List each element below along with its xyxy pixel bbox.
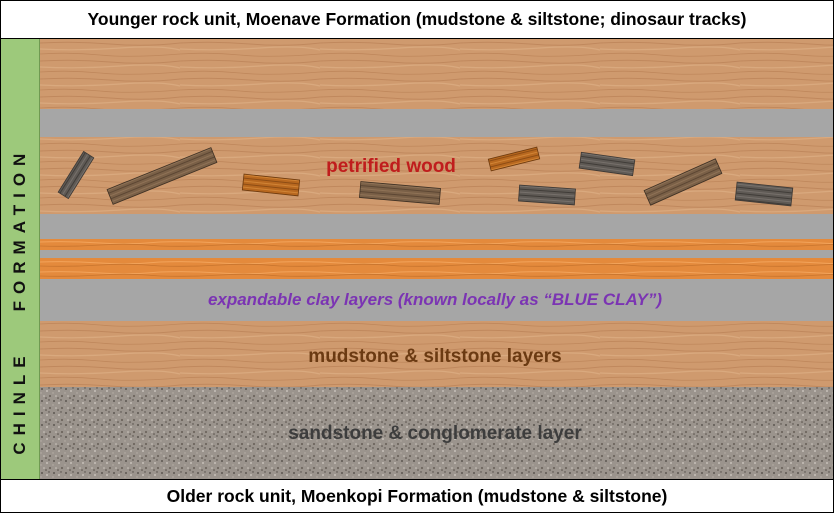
petrified-logs bbox=[57, 146, 794, 207]
sandstone-conglomerate-layer bbox=[40, 387, 833, 479]
mudstone-siltstone-layer bbox=[40, 321, 833, 387]
log-5 bbox=[487, 146, 541, 172]
older-unit-caption: Older rock unit, Moenkopi Formation (mud… bbox=[1, 479, 833, 512]
upper-clay-band bbox=[40, 109, 833, 137]
upper-mudstone-layer bbox=[40, 39, 833, 109]
strata-graphic bbox=[40, 39, 833, 479]
log-9 bbox=[734, 181, 794, 207]
orange-thin-layer-1 bbox=[40, 239, 833, 250]
rock-strata-column: petrified wood expandable clay layers (k… bbox=[40, 39, 833, 479]
blue-clay-label: expandable clay layers (known locally as… bbox=[207, 290, 663, 309]
orange-thin-layer-2 bbox=[40, 258, 833, 279]
chinle-side-label: CHINLE bbox=[10, 349, 29, 455]
log-1 bbox=[57, 150, 95, 200]
middle-clay-band bbox=[40, 214, 833, 239]
mudstone-label: mudstone & siltstone layers bbox=[308, 346, 562, 367]
formation-side-label: FORMATION bbox=[10, 146, 29, 312]
log-2 bbox=[106, 147, 218, 205]
log-4 bbox=[359, 181, 441, 205]
younger-unit-caption: Younger rock unit, Moenave Formation (mu… bbox=[1, 1, 833, 39]
log-3 bbox=[241, 173, 301, 197]
log-6 bbox=[518, 184, 576, 206]
thin-clay-band bbox=[40, 250, 833, 258]
blue-clay-layer bbox=[40, 279, 833, 321]
log-7 bbox=[578, 151, 636, 177]
petrified-wood-label: petrified wood bbox=[326, 156, 456, 177]
log-8 bbox=[643, 158, 723, 206]
sandstone-label: sandstone & conglomerate layer bbox=[288, 423, 582, 444]
chinle-formation-bar: FORMATION CHINLE bbox=[1, 39, 40, 479]
